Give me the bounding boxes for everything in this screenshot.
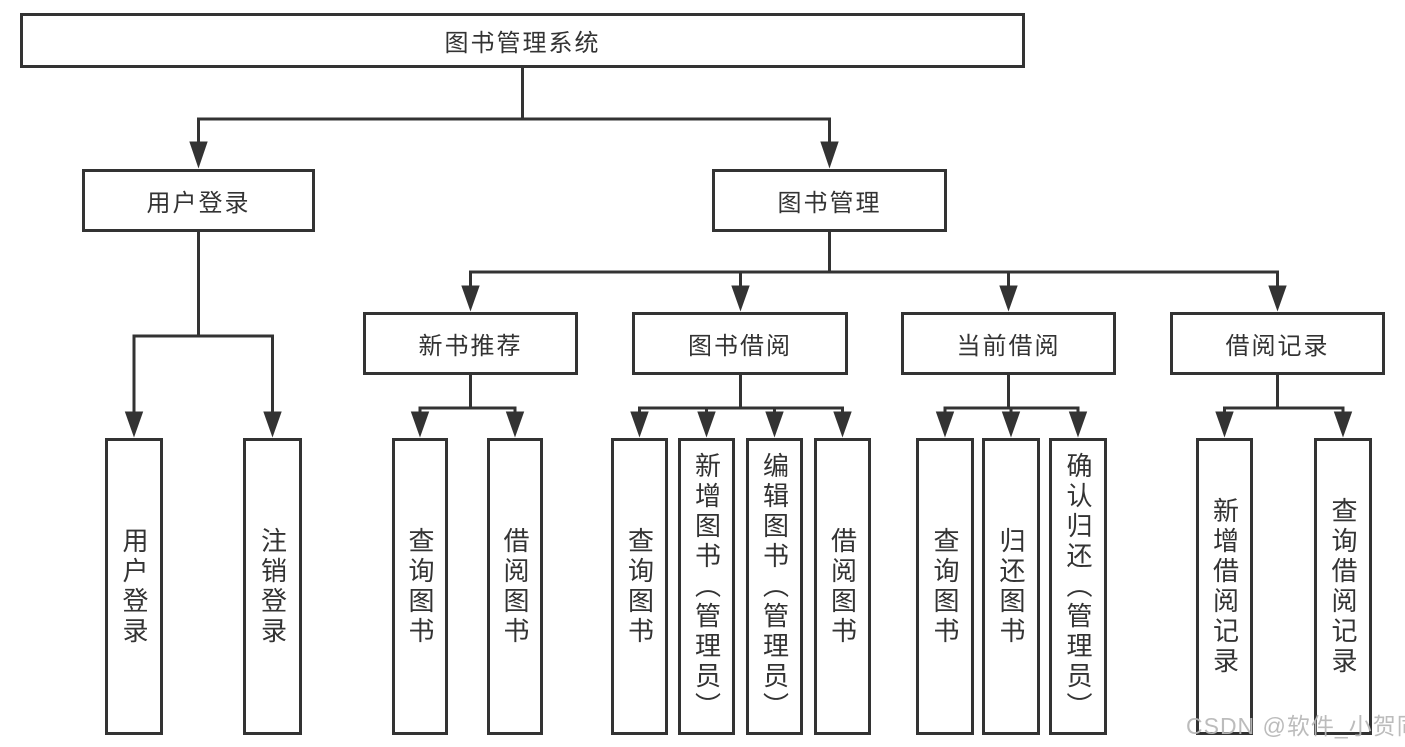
node-book-management: 图书管理	[712, 169, 947, 232]
node-new-book-recommend: 新书推荐	[363, 312, 578, 375]
leaf-user-login: 用户登录	[105, 438, 163, 735]
node-user-login-label: 用户登录	[146, 190, 251, 217]
leaf-cb-query-book: 查询图书	[916, 438, 974, 735]
leaf-cb-confirm-return-label: 确认归还（管理员）	[1063, 451, 1093, 722]
leaf-bb-add-book: 新增图书（管理员）	[678, 438, 735, 735]
leaf-bb-borrow-book: 借阅图书	[814, 438, 871, 735]
node-book-borrow-label: 图书借阅	[688, 333, 792, 360]
leaf-bb-add-book-label: 新增图书（管理员）	[691, 451, 722, 722]
leaf-logout-label: 注销登录	[257, 526, 288, 647]
node-current-borrow: 当前借阅	[901, 312, 1116, 375]
leaf-nbr-borrow-book-label: 借阅图书	[500, 526, 530, 647]
node-borrow-record: 借阅记录	[1170, 312, 1385, 375]
leaf-bb-query-book: 查询图书	[611, 438, 668, 735]
leaf-br-add-record-label: 新增借阅记录	[1209, 496, 1240, 677]
leaf-nbr-query-book-label: 查询图书	[405, 526, 435, 647]
leaf-br-query-record: 查询借阅记录	[1314, 438, 1372, 735]
leaf-logout: 注销登录	[243, 438, 302, 735]
leaf-user-login-label: 用户登录	[119, 526, 149, 647]
leaf-bb-query-book-label: 查询图书	[624, 526, 655, 647]
leaf-nbr-borrow-book: 借阅图书	[487, 438, 543, 735]
leaf-nbr-query-book: 查询图书	[392, 438, 448, 735]
leaf-bb-borrow-book-label: 借阅图书	[827, 526, 858, 647]
leaf-cb-return-book: 归还图书	[982, 438, 1040, 735]
connector-lines	[132, 66, 1345, 414]
node-book-management-label: 图书管理	[777, 190, 882, 217]
leaf-bb-edit-book-label: 编辑图书（管理员）	[759, 451, 790, 722]
node-new-book-recommend-label: 新书推荐	[418, 333, 523, 360]
leaf-bb-edit-book: 编辑图书（管理员）	[746, 438, 803, 735]
node-book-management-system: 图书管理系统	[20, 13, 1025, 68]
node-user-login: 用户登录	[82, 169, 315, 232]
watermark: CSDN @软件_小贺同学	[1186, 713, 1405, 739]
leaf-cb-return-book-label: 归还图书	[996, 526, 1026, 647]
leaf-cb-confirm-return: 确认归还（管理员）	[1049, 438, 1107, 735]
leaf-br-query-record-label: 查询借阅记录	[1328, 496, 1358, 677]
leaf-br-add-record: 新增借阅记录	[1196, 438, 1253, 735]
node-borrow-record-label: 借阅记录	[1225, 333, 1330, 360]
node-current-borrow-label: 当前借阅	[956, 333, 1061, 360]
down-arrowheads-icon	[124, 141, 1353, 438]
leaf-cb-query-book-label: 查询图书	[930, 526, 960, 647]
node-book-management-system-label: 图书管理系统	[444, 30, 601, 57]
node-book-borrow: 图书借阅	[632, 312, 848, 375]
